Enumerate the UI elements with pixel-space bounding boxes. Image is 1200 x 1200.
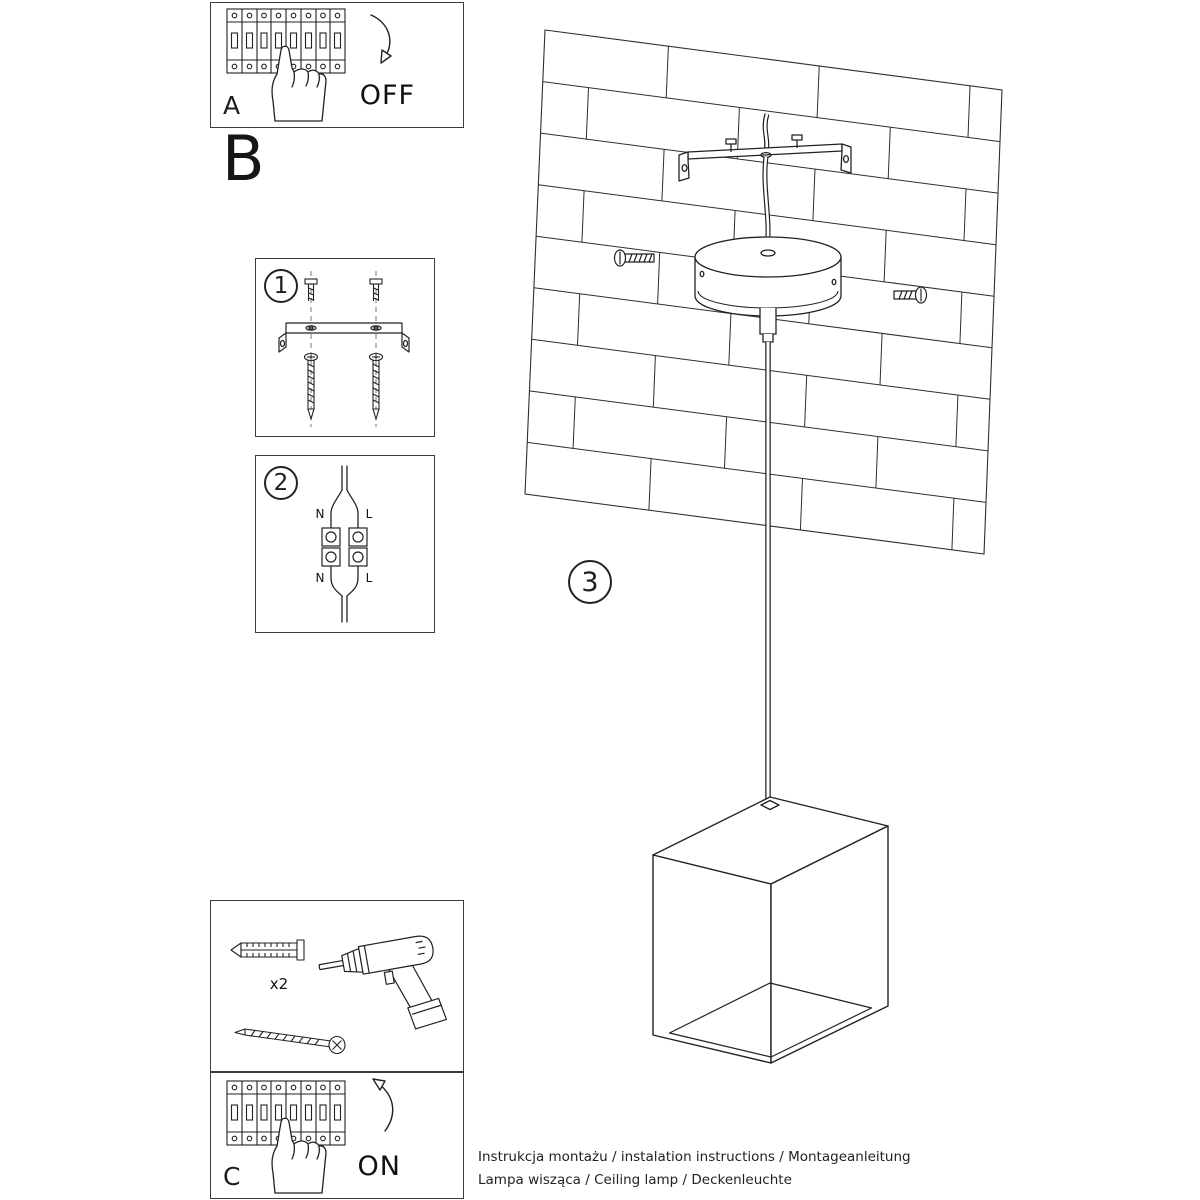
wall-plug-icon	[230, 939, 305, 961]
on-arrow-icon	[372, 1078, 394, 1132]
screw-icon	[234, 1028, 346, 1055]
machine-screw-icon	[304, 278, 383, 301]
step-2-panel: N L N L 2	[255, 455, 435, 633]
wiring-diagram-icon: N L N L	[316, 465, 373, 623]
cable-top	[330, 465, 359, 529]
wood-screw-icon	[303, 352, 384, 421]
step-2-number: 2	[264, 466, 298, 500]
footer-line-2: Lampa wisząca / Ceiling lamp / Deckenleu…	[478, 1172, 792, 1188]
terminal-block-icon	[321, 527, 368, 567]
wire-l-top-label: L	[366, 507, 373, 521]
section-b-letter: B	[222, 122, 265, 195]
panel-c-letter: C	[223, 1162, 241, 1191]
canopy-icon	[694, 236, 842, 343]
bracket-mounting-illustration	[278, 271, 410, 427]
breaker-off-illustration	[226, 8, 392, 122]
wire-n-top-label: N	[316, 507, 325, 521]
on-label: ON	[357, 1151, 401, 1182]
mounting-bracket-icon	[278, 322, 410, 353]
step-3-number: 3	[568, 560, 612, 604]
mains-cable	[762, 113, 770, 153]
panel-c: ON C	[210, 1072, 464, 1199]
panel-a: OFF A	[210, 2, 464, 128]
bracket-screw-icon	[725, 134, 803, 152]
installation-diagram	[524, 29, 1003, 1064]
tools-illustration: x2	[230, 935, 448, 1055]
drill-icon	[318, 935, 448, 1030]
ceiling-bracket-icon	[678, 134, 852, 182]
step-1-number: 1	[264, 269, 298, 303]
off-arrow-icon	[370, 14, 392, 64]
wire-l-bottom-label: L	[366, 571, 373, 585]
footer-line-1: Instrukcja montażu / instalation instruc…	[478, 1149, 911, 1165]
canopy-screw-right-icon	[893, 286, 928, 304]
pendant-cable-upper	[762, 156, 771, 251]
centerline	[310, 271, 377, 427]
cube-shade-icon	[652, 796, 889, 1064]
wire-n-bottom-label: N	[316, 571, 325, 585]
off-label: OFF	[359, 80, 415, 111]
anchor-count-label: x2	[270, 975, 288, 993]
tools-panel: x2	[210, 900, 464, 1072]
strain-relief	[759, 308, 777, 335]
step-1-panel: 1	[255, 258, 435, 437]
panel-a-letter: A	[223, 91, 241, 120]
footer-text: Instrukcja montażu / instalation instruc…	[478, 1146, 911, 1192]
cable-bottom	[330, 565, 359, 623]
canopy-screw-left-icon	[613, 249, 655, 267]
breaker-on-illustration	[226, 1078, 394, 1194]
